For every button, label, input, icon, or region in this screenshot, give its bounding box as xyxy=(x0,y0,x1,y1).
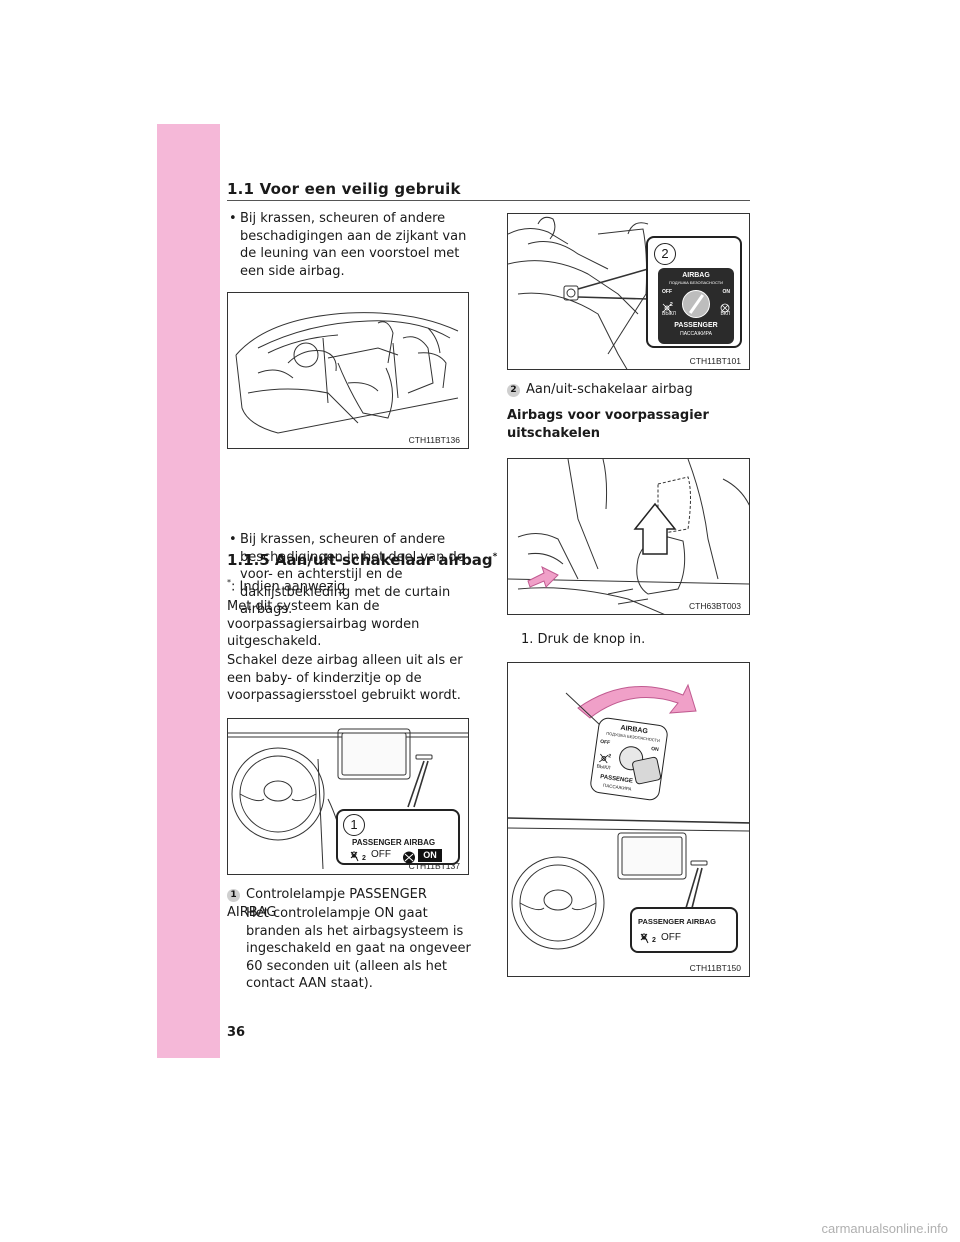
figure-switch-off: AIRBAG ПОДУШКА БЕЗОПАСНОСТИ OFF ON 2 ВЫК… xyxy=(507,662,750,977)
figure-code: CTH11BT137 xyxy=(408,861,460,871)
item2-number: 2 xyxy=(507,384,520,397)
item1-title-text: Controlelampje PASSENGER AIRBAG xyxy=(227,887,427,920)
figure-code: CTH11BT101 xyxy=(689,356,741,366)
switch-seat-number: 2 xyxy=(670,302,673,308)
section-title: 1.1 Voor een veilig gebruik xyxy=(227,180,461,198)
key-slot-dial xyxy=(682,290,710,318)
switch-passenger: PASSENGER xyxy=(674,322,718,329)
indicator-off-label: OFF xyxy=(371,849,391,860)
child-seat-icon xyxy=(662,298,672,313)
heading-asterisk: * xyxy=(492,552,498,562)
heading-text: 1.1.5 Aan/uit-schakelaar airbag xyxy=(227,551,493,569)
switch-off-ru: ВЫКЛ xyxy=(596,763,611,772)
item2-title: 2 Aan/uit-schakelaar airbag xyxy=(507,381,750,399)
paragraph-disable-advice: Schakel deze airbag alleen uit als er ee… xyxy=(227,653,463,703)
indicator-label: PASSENGER AIRBAG xyxy=(352,838,436,847)
switch-callout: 2 AIRBAG ПОДУШКА БЕЗОПАСНОСТИ OFF ON 2 В… xyxy=(646,236,742,348)
procedure-subheading: Airbags voor voorpassagier uitschakelen xyxy=(507,408,709,441)
switch-title-ru: ПОДУШКА БЕЗОПАСНОСТИ xyxy=(668,280,724,285)
airbag-switch-panel: AIRBAG ПОДУШКА БЕЗОПАСНОСТИ OFF ON 2 ВЫК… xyxy=(658,268,734,344)
indicator-label: PASSENGER AIRBAG xyxy=(638,917,716,926)
callout-number: 2 xyxy=(654,243,676,265)
figure-code: CTH63BT003 xyxy=(689,601,741,611)
figure-car-interior: CTH11BT136 xyxy=(227,292,469,449)
switch-off-ru: ВЫКЛ xyxy=(662,311,676,317)
switch-on-ru: ВКЛ xyxy=(720,311,730,317)
item1-number: 1 xyxy=(227,889,240,902)
switch-off-label: OFF xyxy=(599,738,611,747)
bullet-side-airbag: Bij krassen, scheuren of andere beschadi… xyxy=(227,210,467,280)
item2-title-text: Aan/uit-schakelaar airbag xyxy=(526,382,693,397)
child-seat-icon xyxy=(640,931,656,944)
step-1: 1. Druk de knop in. xyxy=(521,632,646,647)
airbag-on-icon xyxy=(720,298,730,313)
glovebox-illustration xyxy=(508,459,749,614)
seat-number: 2 xyxy=(362,855,366,862)
indicator-callout: 1 PASSENGER AIRBAG 2 OFF ON xyxy=(336,809,460,865)
footnote-asterisk: * xyxy=(227,578,231,587)
paragraph-system: Met dit systeem kan de voorpassagiersair… xyxy=(227,599,420,649)
item1-description: Het controlelampje ON gaat branden als h… xyxy=(246,906,471,991)
subsection-heading: 1.1.5 Aan/uit-schakelaar airbag* xyxy=(227,551,497,569)
pink-margin-band xyxy=(157,124,220,1058)
child-seat-icon xyxy=(350,849,366,862)
switch-off-label: OFF xyxy=(662,289,672,295)
figure-code: CTH11BT150 xyxy=(689,963,741,973)
bullet-curtain-airbag: Bij krassen, scheuren of andere beschadi… xyxy=(227,531,467,619)
footnote-text: : Indien aanwezig xyxy=(231,579,346,595)
switch-seat-number: 2 xyxy=(607,753,612,760)
airbag-switch-panel: AIRBAG ПОДУШКА БЕЗОПАСНОСТИ OFF ON 2 ВЫК… xyxy=(589,716,669,802)
key-slot-icon xyxy=(688,294,705,314)
car-interior-illustration xyxy=(235,312,459,434)
figure-glovebox-key: CTH63BT003 xyxy=(507,458,750,615)
figure-console-switch: 2 AIRBAG ПОДУШКА БЕЗОПАСНОСТИ OFF ON 2 В… xyxy=(507,213,750,370)
key-icon xyxy=(631,756,662,785)
indicator-off-label: OFF xyxy=(661,932,681,943)
indicator-on-label: ON xyxy=(418,849,442,862)
seat-number: 2 xyxy=(652,937,656,944)
watermark: carmanualsonline.info xyxy=(821,1221,948,1236)
callout-number: 1 xyxy=(343,814,365,836)
page-number: 36 xyxy=(227,1025,246,1040)
child-seat-icon xyxy=(599,748,610,764)
dashboard-illustration xyxy=(228,728,468,870)
figure-dashboard-indicator: 1 PASSENGER AIRBAG 2 OFF ON CTH11BT137 xyxy=(227,718,469,875)
console-illustration xyxy=(508,216,649,369)
title-rule xyxy=(227,200,750,201)
footnote: *: Indien aanwezig xyxy=(227,574,467,596)
airbag-on-icon xyxy=(402,849,416,864)
indicator-callout: PASSENGER AIRBAG 2 OFF xyxy=(630,907,738,953)
switch-on-label: ON xyxy=(722,289,731,295)
switch-title: AIRBAG xyxy=(682,272,710,279)
figure-code: CTH11BT136 xyxy=(408,435,460,445)
switch-on-label: ON xyxy=(650,746,659,753)
switch-turn-illustration xyxy=(508,683,749,950)
switch-passenger-ru: ПАССАЖИРА xyxy=(680,331,712,337)
